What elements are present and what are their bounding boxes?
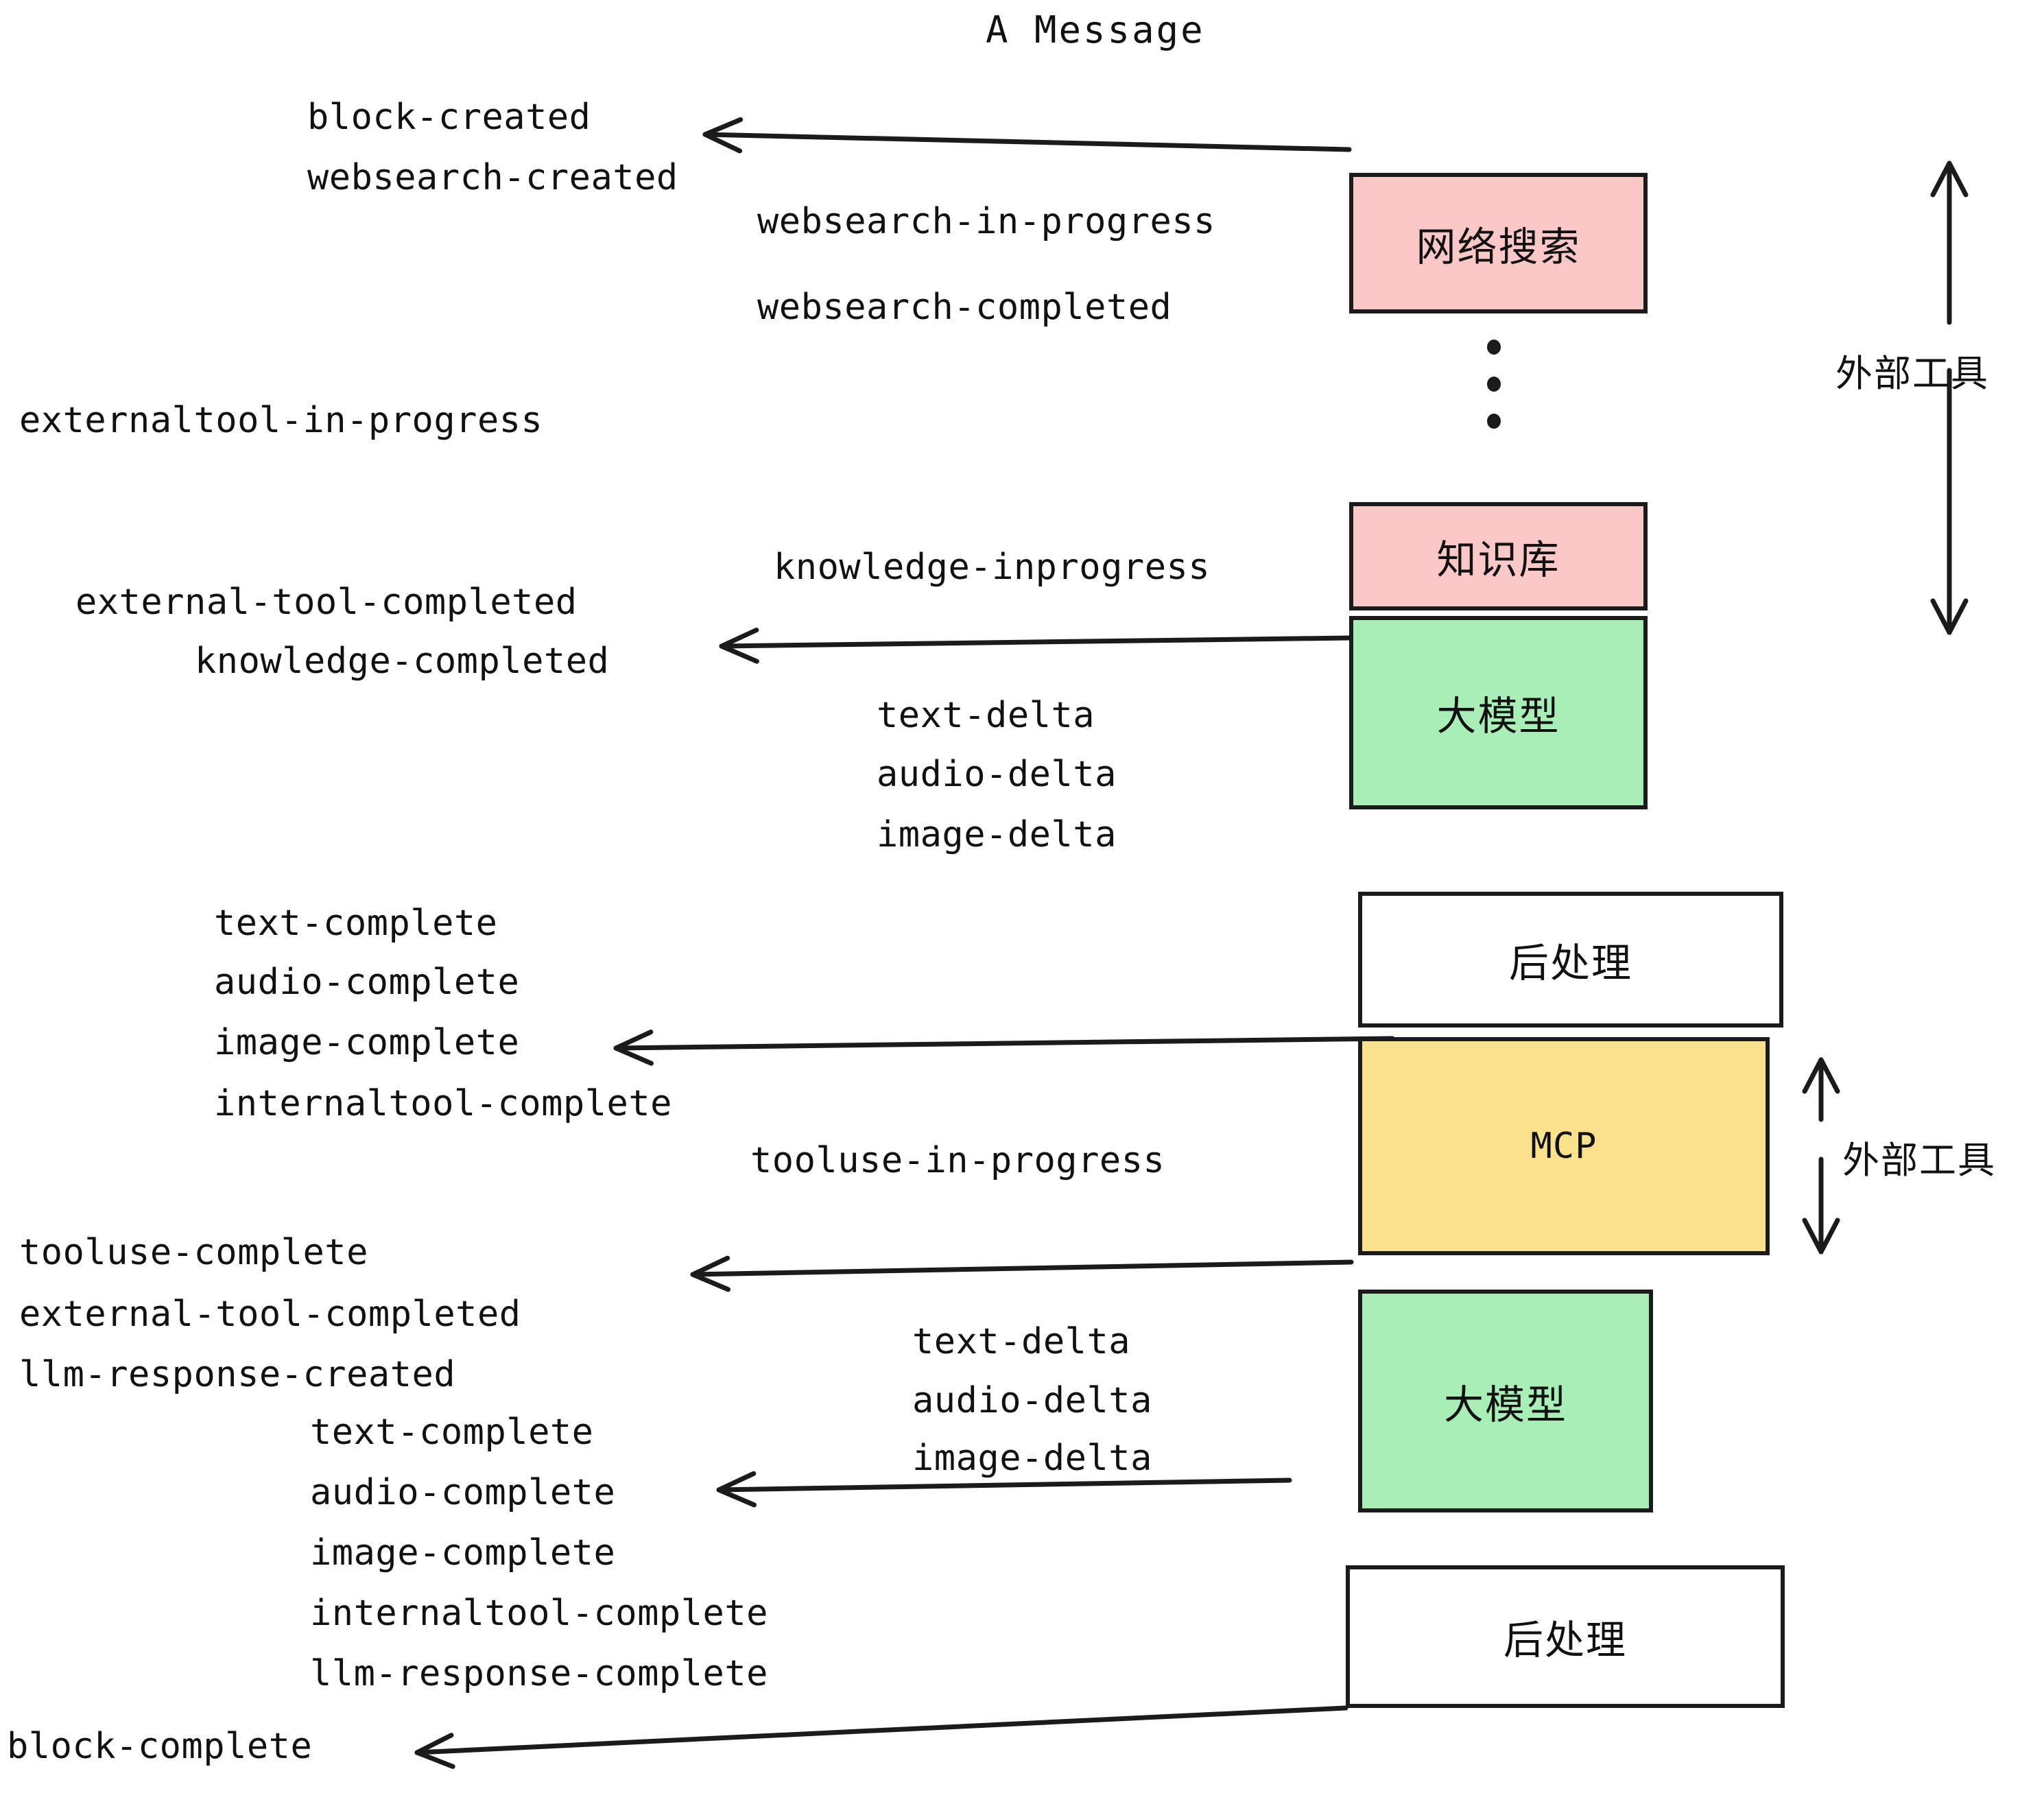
event-label-block-complete: block-complete — [7, 1726, 313, 1767]
box-post-bottom: 后处理 — [1346, 1565, 1785, 1708]
box-llm-top: 大模型 — [1349, 616, 1648, 809]
event-label-tooluse-in-progress: tooluse-in-progress — [750, 1140, 1165, 1181]
block-complete-arrow-head — [414, 1733, 455, 1769]
box-post-top: 后处理 — [1358, 892, 1783, 1028]
event-label-websearch-completed: websearch-completed — [757, 287, 1172, 328]
block-complete-arrow-shaft — [414, 1705, 1348, 1755]
page-title: A Message — [986, 8, 1205, 51]
event-label-llm-response-created: llm-response-created — [19, 1354, 456, 1395]
vertical-ellipsis-icon — [1486, 340, 1502, 429]
event-label-internaltool-complete-2: internaltool-complete — [310, 1593, 768, 1634]
event-label-external-tool-completed-1: external-tool-completed — [75, 582, 578, 623]
event-label-block-created: block-created — [307, 97, 591, 138]
event-label-image-complete-2: image-complete — [310, 1532, 616, 1574]
event-label-text-delta-1: text-delta — [877, 695, 1095, 736]
event-label-image-delta-1: image-delta — [877, 814, 1117, 855]
box-websearch: 网络搜索 — [1349, 173, 1648, 313]
tooluse-complete-arrow-head — [690, 1255, 731, 1292]
event-label-externaltool-in-progress: externaltool-in-progress — [19, 400, 543, 441]
side-label-external-tools-top: 外部工具 — [1835, 352, 1989, 395]
box-knowledge: 知识库 — [1349, 502, 1648, 610]
event-label-knowledge-inprogress: knowledge-inprogress — [774, 547, 1211, 588]
knowledge-completed-arrow-head — [719, 627, 759, 664]
event-label-text-complete-1: text-complete — [214, 903, 498, 944]
external-tools-top-down-head — [1930, 598, 1969, 635]
event-label-audio-complete-2: audio-complete — [310, 1472, 616, 1513]
event-label-text-delta-2: text-delta — [912, 1321, 1131, 1362]
event-label-audio-delta-2: audio-delta — [912, 1380, 1152, 1421]
external-tools-bottom-up-head — [1802, 1057, 1840, 1094]
side-label-external-tools-bottom: 外部工具 — [1842, 1139, 1996, 1182]
event-label-websearch-created: websearch-created — [307, 157, 678, 198]
event-label-text-complete-2: text-complete — [310, 1412, 594, 1453]
box-mcp: MCP — [1358, 1037, 1770, 1255]
image-complete-arrow-head — [613, 1030, 654, 1066]
external-tools-top-up-head — [1930, 161, 1969, 198]
image-complete-arrow-shaft — [613, 1036, 1395, 1051]
event-label-tooluse-complete: tooluse-complete — [19, 1232, 368, 1273]
event-label-external-tool-completed-2: external-tool-completed — [19, 1294, 521, 1335]
audio-complete-arrow-head — [716, 1471, 757, 1508]
box-llm-bottom: 大模型 — [1358, 1290, 1653, 1512]
event-label-audio-delta-1: audio-delta — [877, 754, 1117, 795]
event-label-websearch-in-progress: websearch-in-progress — [757, 201, 1215, 242]
event-label-image-delta-2: image-delta — [912, 1438, 1152, 1479]
tooluse-complete-arrow-shaft — [690, 1259, 1354, 1277]
audio-complete-arrow-shaft — [716, 1477, 1292, 1493]
event-label-llm-response-complete: llm-response-complete — [310, 1653, 768, 1694]
block-created-arrow-shaft — [702, 132, 1352, 152]
event-label-knowledge-completed: knowledge-completed — [195, 641, 610, 682]
knowledge-completed-arrow-shaft — [719, 635, 1352, 649]
event-label-internaltool-complete-1: internaltool-complete — [214, 1083, 672, 1124]
event-label-image-complete-1: image-complete — [214, 1022, 520, 1063]
external-tools-bottom-down-head — [1802, 1218, 1840, 1255]
event-label-audio-complete-1: audio-complete — [214, 962, 520, 1003]
block-created-arrow-head — [702, 117, 744, 154]
